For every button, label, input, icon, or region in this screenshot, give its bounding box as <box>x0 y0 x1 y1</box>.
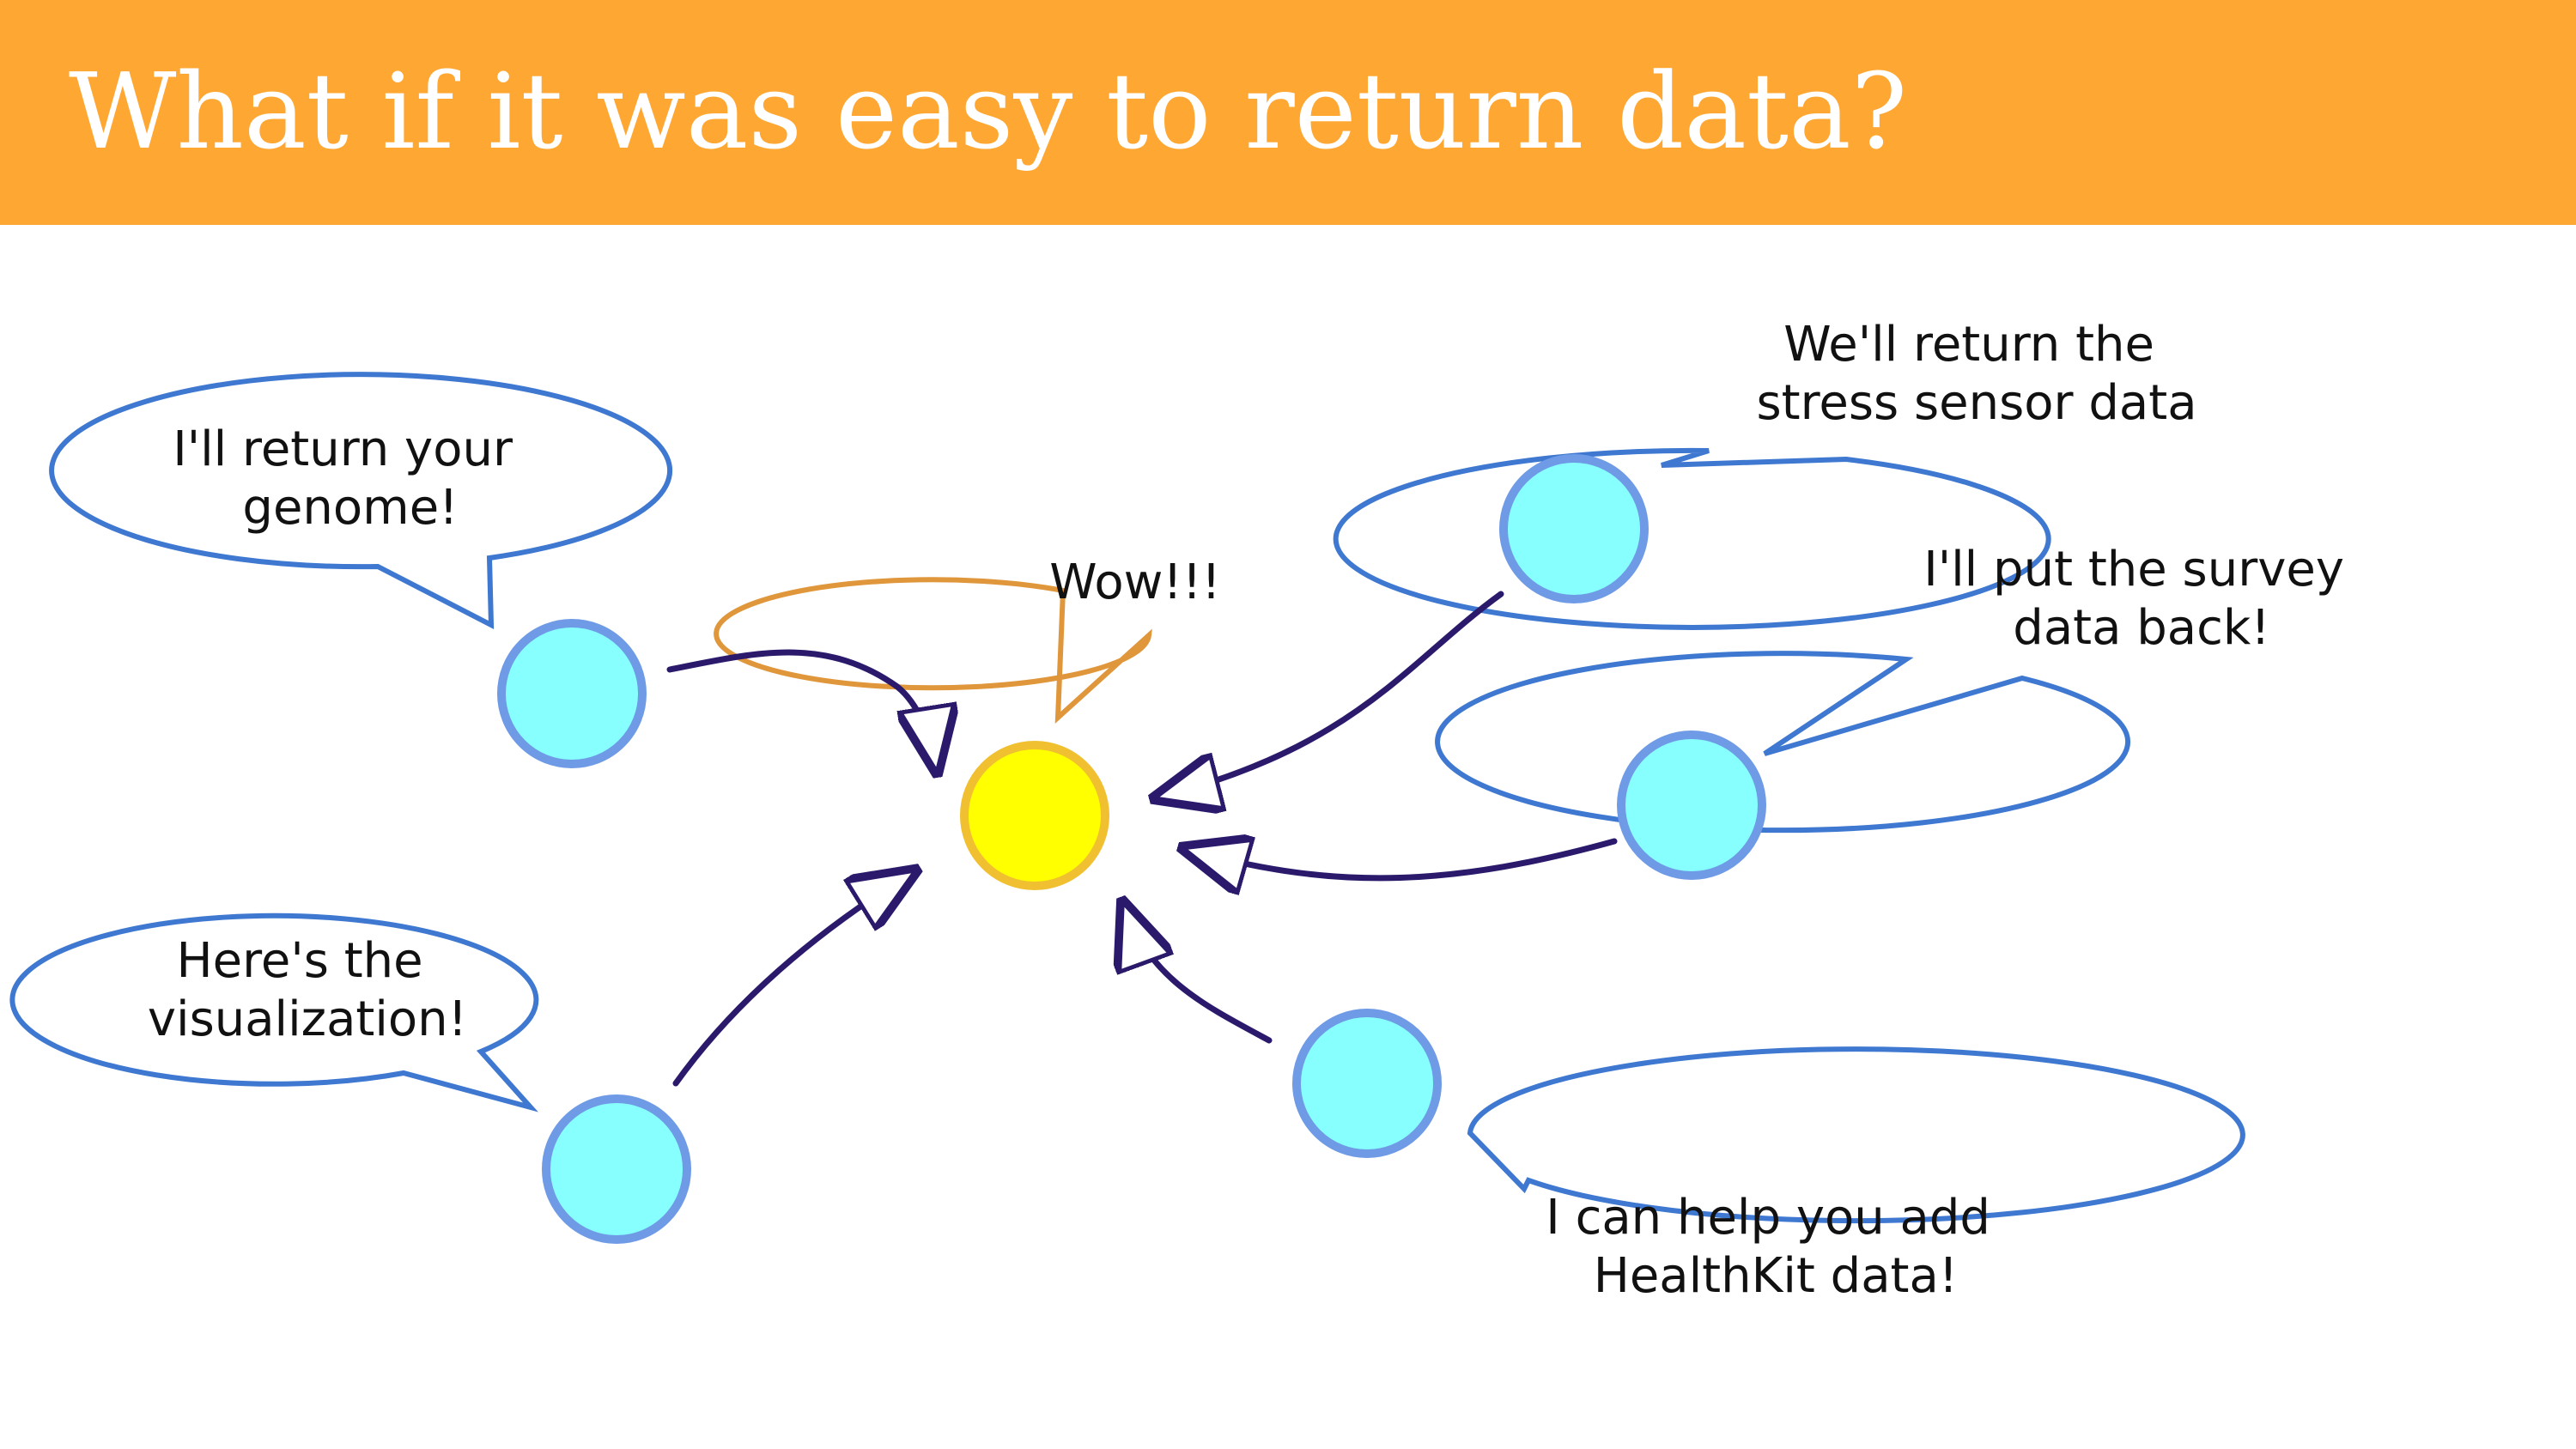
bubble-line: I can help you add <box>1546 1190 1990 1246</box>
svg-text:I'll return your genom: I'll return your genome! <box>173 421 528 536</box>
speech-bubble-genome: I'll return your genome! <box>49 372 673 629</box>
svg-text:Here's the visualizati: Here's the visualization! <box>148 933 467 1047</box>
svg-text:I'll put the survey da: I'll put the survey data back! <box>1923 542 2360 656</box>
arrow-visualization-to-center <box>672 874 910 1087</box>
participant-node-survey <box>1617 731 1766 880</box>
speech-bubble-center: Wow!!! <box>714 555 1221 724</box>
svg-text:We'll return the stres: We'll return the stress sensor data <box>1756 317 2196 431</box>
bubble-line: HealthKit data! <box>1594 1248 1959 1304</box>
bubble-line: Here's the <box>177 933 423 989</box>
bubble-line: stress sensor data <box>1756 375 2196 431</box>
participant-node-stress <box>1499 454 1649 603</box>
svg-text:I can help you add Hea: I can help you add HealthKit data! <box>1546 1190 2005 1304</box>
participant-node-genome <box>497 619 647 768</box>
speech-bubble-survey: I'll put the survey data back! <box>1435 542 2360 834</box>
bubble-line: I'll put the survey <box>1923 542 2344 597</box>
speech-bubble-healthkit: I can help you add HealthKit data! <box>1467 1046 2245 1304</box>
speech-bubble-visualization: Here's the visualization! <box>9 912 539 1113</box>
slide-title: What if it was easy to return data? <box>69 51 1908 173</box>
arrow-survey-to-center <box>1189 841 1618 878</box>
participant-node-visualization <box>542 1094 691 1244</box>
arrow-stress-to-center <box>1161 591 1504 797</box>
participant-node-healthkit <box>1292 1009 1442 1158</box>
svg-text:Wow!!!: Wow!!! <box>1049 555 1221 610</box>
arrow-genome-to-center <box>666 649 936 766</box>
bubble-line: visualization! <box>148 991 467 1047</box>
bubble-line: genome! <box>242 480 458 536</box>
speech-bubble-stress: We'll return the stress sensor data <box>1333 317 2197 630</box>
center-node <box>960 741 1109 890</box>
bubble-line: Wow!!! <box>1049 555 1221 610</box>
arrow-healthkit-to-center <box>1125 908 1273 1044</box>
title-bar: What if it was easy to return data? <box>0 0 2576 225</box>
bubble-line: data back! <box>2013 600 2269 656</box>
bubble-line: I'll return your <box>173 421 513 477</box>
bubble-line: We'll return the <box>1783 317 2154 373</box>
